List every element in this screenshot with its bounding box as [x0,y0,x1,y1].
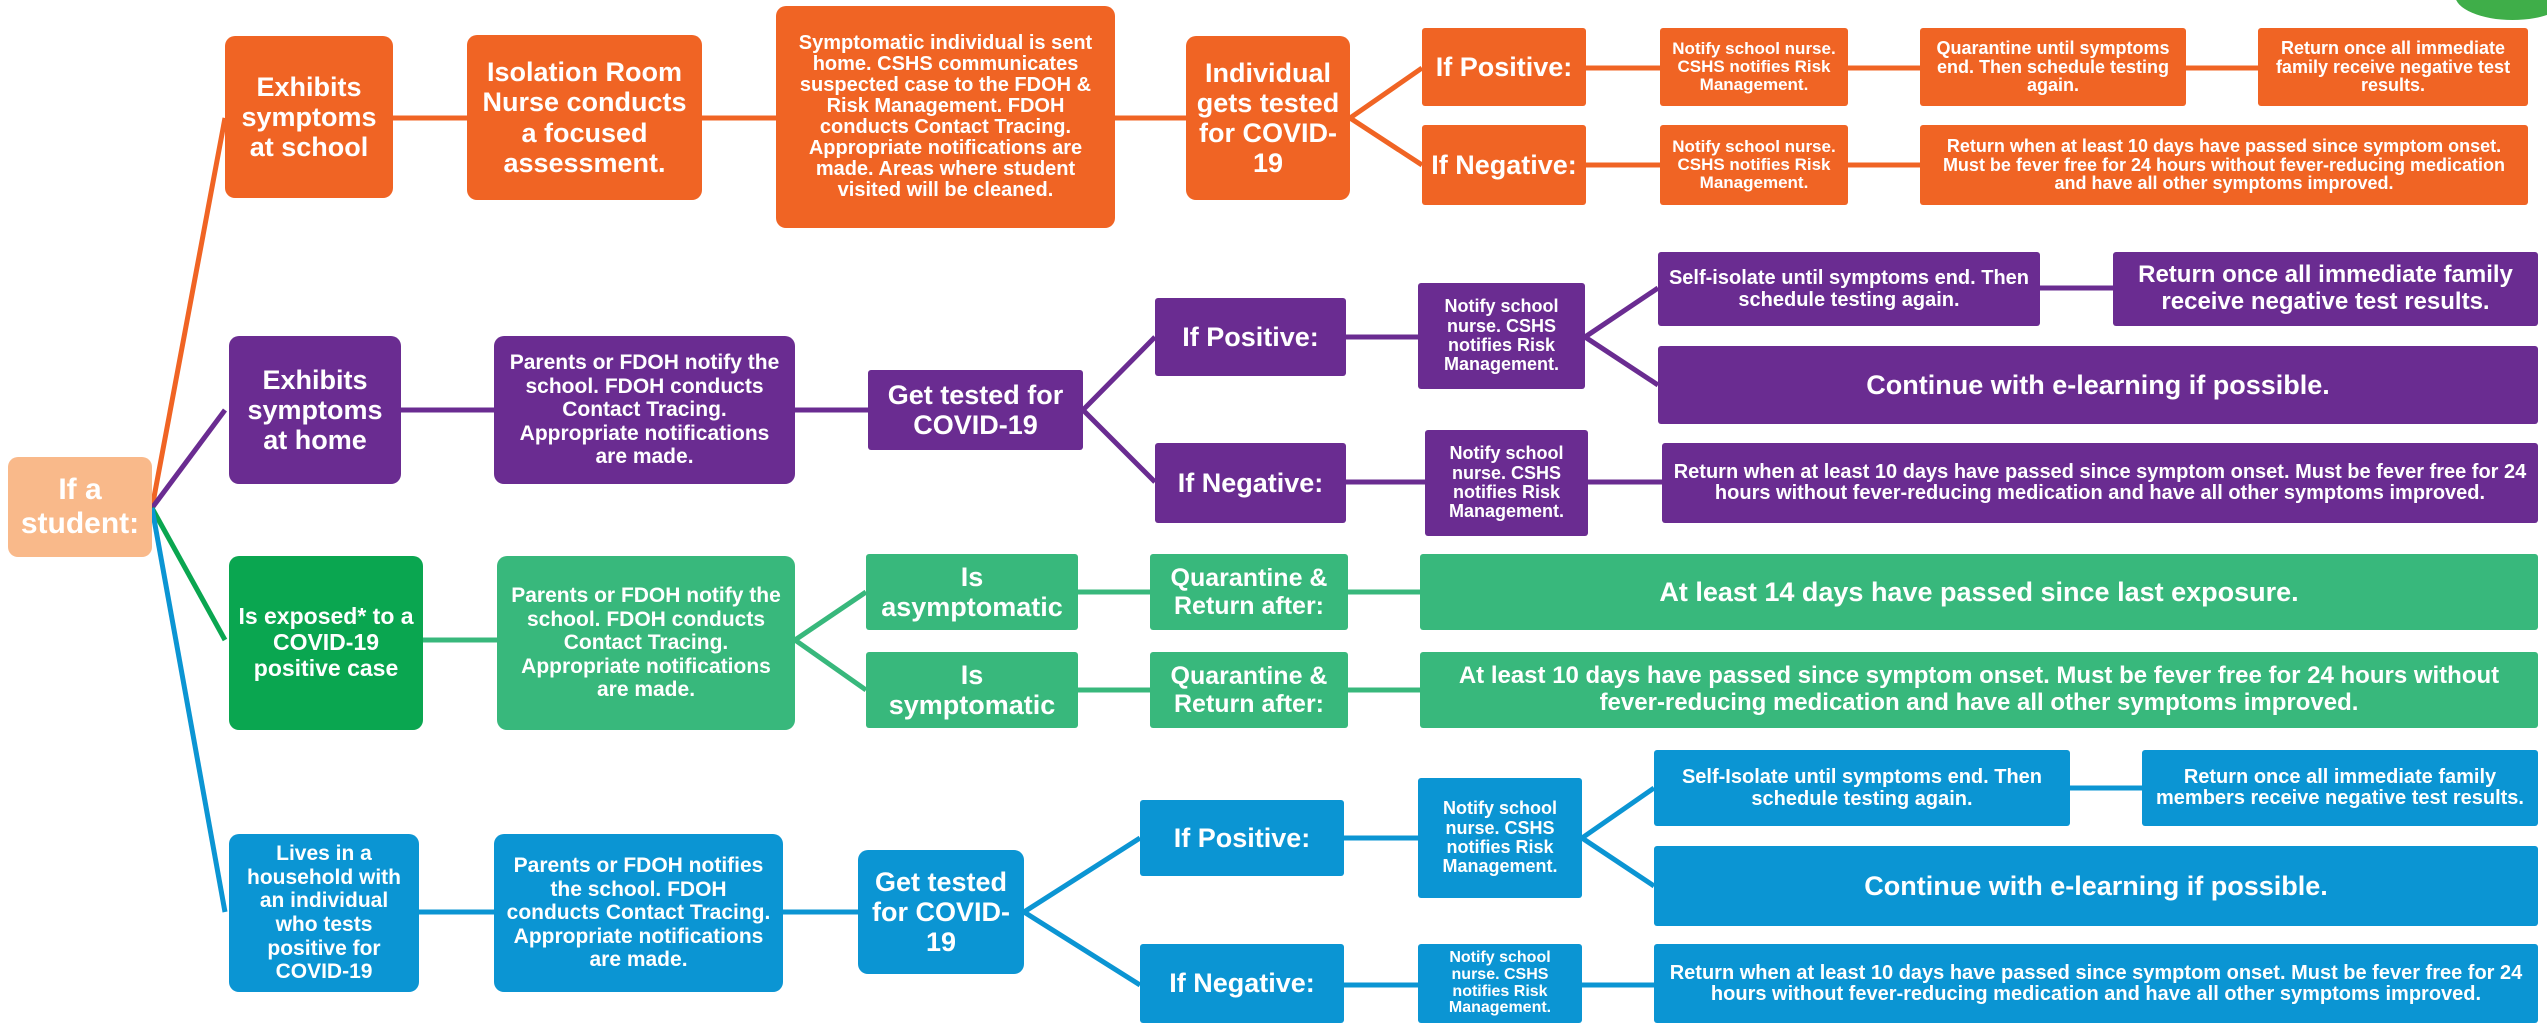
orange-step1: Isolation Room Nurse conducts a focused … [467,35,702,200]
orange-if-positive: If Positive: [1422,28,1586,106]
orange-neg-notify: Notify school nurse. CSHS notifies Risk … [1660,125,1848,205]
blue-if-negative: If Negative: [1140,944,1344,1023]
orange-pos-return: Return once all immediate family receive… [2258,28,2528,106]
blue-test: Get tested for COVID-19 [858,850,1024,974]
purple-step1: Parents or FDOH notify the school. FDOH … [494,336,795,484]
green-start: Is exposed* to a COVID-19 positive case [229,556,423,730]
logo-badge [2455,0,2547,20]
green-step1: Parents or FDOH notify the school. FDOH … [497,556,795,730]
purple-neg-notify: Notify school nurse. CSHS notifies Risk … [1425,430,1588,536]
orange-if-negative: If Negative: [1422,125,1586,205]
purple-test: Get tested for COVID-19 [868,370,1083,450]
orange-test: Individual gets tested for COVID-19 [1186,36,1350,200]
orange-neg-return: Return when at least 10 days have passed… [1920,125,2528,205]
blue-start: Lives in a household with an individual … [229,834,419,992]
green-sym-quarantine: Quarantine & Return after: [1150,652,1348,728]
purple-if-negative: If Negative: [1155,443,1346,523]
green-sym-return: At least 10 days have passed since sympt… [1420,652,2538,728]
blue-pos-return: Return once all immediate family members… [2142,750,2538,826]
purple-pos-notify: Notify school nurse. CSHS notifies Risk … [1418,283,1585,389]
orange-start: Exhibits symptoms at school [225,36,393,198]
orange-pos-notify: Notify school nurse. CSHS notifies Risk … [1660,28,1848,106]
purple-start: Exhibits symptoms at home [229,336,401,484]
blue-pos-notify: Notify school nurse. CSHS notifies Risk … [1418,778,1582,898]
blue-pos-isolate: Self-Isolate until symptoms end. Then sc… [1654,750,2070,826]
blue-pos-elearn: Continue with e-learning if possible. [1654,846,2538,926]
blue-neg-return: Return when at least 10 days have passed… [1654,944,2538,1023]
orange-step2: Symptomatic individual is sent home. CSH… [776,6,1115,228]
green-asym-return: At least 14 days have passed since last … [1420,554,2538,630]
blue-step1: Parents or FDOH notifies the school. FDO… [494,834,783,992]
green-asymptomatic: Is asymptomatic [866,554,1078,630]
green-asym-quarantine: Quarantine & Return after: [1150,554,1348,630]
purple-if-positive: If Positive: [1155,298,1346,376]
root-label: If a student: [8,457,152,557]
purple-pos-isolate: Self-isolate until symptoms end. Then sc… [1658,252,2040,326]
blue-if-positive: If Positive: [1140,800,1344,876]
purple-pos-return: Return once all immediate family receive… [2113,252,2538,326]
green-symptomatic: Is symptomatic [866,652,1078,728]
orange-pos-quarantine: Quarantine until symptoms end. Then sche… [1920,28,2186,106]
blue-neg-notify: Notify school nurse. CSHS notifies Risk … [1418,944,1582,1023]
purple-neg-return: Return when at least 10 days have passed… [1662,443,2538,523]
purple-pos-elearn: Continue with e-learning if possible. [1658,346,2538,424]
